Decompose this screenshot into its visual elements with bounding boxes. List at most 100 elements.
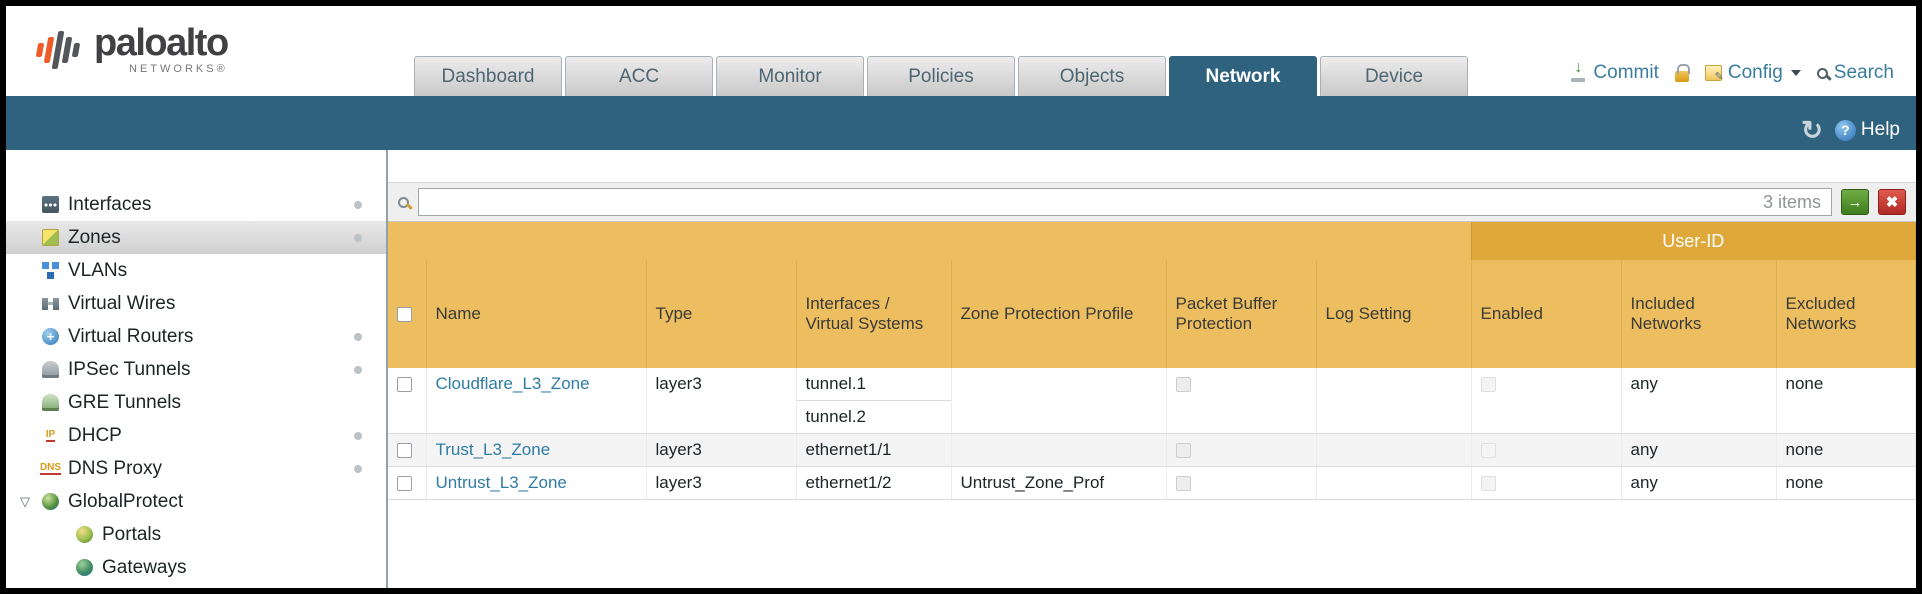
sidebar-item-label: DNS Proxy — [68, 457, 162, 479]
included-networks: any — [1621, 433, 1777, 467]
globalprotect-icon — [42, 493, 59, 510]
tab-acc[interactable]: ACC — [565, 56, 713, 96]
clear-filter-button[interactable]: ✖ — [1878, 189, 1906, 215]
items-count-label: 3 items — [1762, 191, 1821, 212]
sidebar-item-label: Interfaces — [68, 193, 152, 215]
filter-input[interactable] — [429, 192, 1763, 212]
zone-type: layer3 — [646, 368, 797, 434]
virtual-wires-icon — [42, 295, 59, 312]
zones-main-panel: 3 items → ✖ User-ID — [388, 150, 1916, 588]
sidebar-item-label: GlobalProtect — [68, 490, 184, 512]
log-setting — [1316, 466, 1472, 500]
tab-objects[interactable]: Objects — [1018, 56, 1166, 96]
sidebar-item-dhcp[interactable]: IP DHCP — [6, 419, 386, 452]
select-all-checkbox[interactable] — [397, 307, 412, 323]
zone-protection-profile — [951, 368, 1167, 434]
column-header-name[interactable]: Name — [426, 260, 647, 368]
tab-device[interactable]: Device — [1320, 56, 1468, 96]
lock-icon[interactable] — [1674, 64, 1690, 82]
excluded-networks: none — [1776, 433, 1916, 467]
refresh-icon[interactable]: ↻ — [1801, 115, 1823, 145]
config-menu-button[interactable]: ✎ Config — [1704, 62, 1801, 84]
virtual-routers-icon: + — [42, 328, 59, 345]
sidebar-item-virtual-wires[interactable]: Virtual Wires — [6, 287, 386, 320]
config-label: Config — [1727, 62, 1783, 83]
chevron-down-icon — [1790, 70, 1801, 76]
top-header: paloalto NETWORKS® Dashboard ACC Monitor… — [6, 6, 1916, 96]
sidebar-item-interfaces[interactable]: Interfaces — [6, 188, 386, 221]
column-header-interfaces[interactable]: Interfaces / Virtual Systems — [796, 260, 952, 368]
zone-type: layer3 — [646, 433, 797, 467]
sidebar-item-gateways[interactable]: Gateways — [6, 551, 386, 584]
user-id-enabled-checkbox — [1480, 377, 1496, 393]
tab-network[interactable]: Network — [1169, 56, 1317, 96]
sidebar-item-label: VLANs — [68, 259, 128, 281]
filter-bar: 3 items → ✖ — [388, 182, 1916, 222]
sidebar-item-label: Zones — [68, 226, 121, 248]
packet-buffer-protection-checkbox — [1175, 476, 1191, 492]
column-header-type[interactable]: Type — [646, 260, 797, 368]
subheader-band: ↻ ? Help — [6, 96, 1916, 150]
sidebar-item-label: Portals — [102, 523, 162, 545]
search-button[interactable]: Search — [1816, 62, 1894, 84]
sidebar-item-ipsec-tunnels[interactable]: IPSec Tunnels — [6, 353, 386, 386]
paloalto-logo-icon — [28, 26, 88, 74]
logo-brand-text: paloalto — [94, 22, 229, 64]
expand-caret-icon[interactable]: ▽ — [20, 493, 30, 509]
zone-name-link[interactable]: Untrust_L3_Zone — [435, 473, 567, 492]
row-checkbox[interactable] — [397, 443, 412, 459]
sidebar-item-gre-tunnels[interactable]: GRE Tunnels — [6, 386, 386, 419]
column-header-enabled[interactable]: Enabled — [1471, 260, 1622, 368]
sidebar-item-label: Gateways — [102, 556, 187, 578]
table-row[interactable]: Untrust_L3_Zone layer3 ethernet1/2 Untru… — [388, 466, 1916, 500]
column-header-zone-protection-profile[interactable]: Zone Protection Profile — [951, 260, 1167, 368]
gateways-icon — [76, 559, 93, 576]
zone-name-link[interactable]: Trust_L3_Zone — [435, 440, 551, 459]
interfaces-icon — [42, 196, 59, 213]
status-dot — [354, 233, 362, 242]
zone-interfaces: ethernet1/1 — [796, 433, 952, 467]
help-button[interactable]: ? Help — [1834, 119, 1900, 141]
apply-filter-button[interactable]: → — [1841, 189, 1869, 215]
commit-button[interactable]: ↓ Commit — [1570, 59, 1659, 84]
column-header-packet-buffer-protection[interactable]: Packet Buffer Protection — [1166, 260, 1317, 368]
zone-interfaces: ethernet1/2 — [796, 466, 952, 500]
status-dot — [354, 464, 362, 473]
sidebar-item-portals[interactable]: Portals — [6, 518, 386, 551]
column-header-included-networks[interactable]: Included Networks — [1621, 260, 1777, 368]
sidebar-item-zones[interactable]: Zones — [6, 221, 386, 254]
interface-item: tunnel.2 — [805, 407, 867, 426]
zone-interfaces: tunnel.1 tunnel.2 — [796, 368, 952, 434]
tab-dashboard[interactable]: Dashboard — [414, 56, 562, 96]
search-icon — [1816, 67, 1828, 79]
sidebar-item-label: IPSec Tunnels — [68, 358, 191, 380]
column-header-log-setting[interactable]: Log Setting — [1316, 260, 1472, 368]
table-row[interactable]: Cloudflare_L3_Zone layer3 tunnel.1 tunne… — [388, 368, 1916, 434]
row-checkbox[interactable] — [397, 476, 412, 492]
row-checkbox[interactable] — [397, 377, 412, 393]
tab-policies[interactable]: Policies — [867, 56, 1015, 96]
tab-monitor[interactable]: Monitor — [716, 56, 864, 96]
column-header-excluded-networks[interactable]: Excluded Networks — [1776, 260, 1916, 368]
packet-buffer-protection-checkbox — [1175, 377, 1191, 393]
status-dot — [354, 332, 362, 341]
excluded-networks: none — [1776, 466, 1916, 500]
interface-item: ethernet1/2 — [805, 473, 892, 492]
interface-item: tunnel.1 — [796, 368, 950, 401]
sidebar-item-vlans[interactable]: VLANs — [6, 254, 386, 287]
table-row[interactable]: Trust_L3_Zone layer3 ethernet1/1 any non… — [388, 433, 1916, 467]
vlans-icon — [42, 262, 59, 279]
status-dot — [354, 365, 362, 374]
log-setting — [1316, 433, 1472, 467]
header-actions: ↓ Commit ✎ Config Search — [1570, 59, 1894, 84]
help-label: Help — [1860, 119, 1900, 140]
sidebar-item-label: Virtual Routers — [68, 325, 194, 347]
included-networks: any — [1621, 466, 1777, 500]
zone-protection-profile — [951, 433, 1167, 467]
excluded-networks: none — [1776, 368, 1916, 434]
sidebar-item-dns-proxy[interactable]: DNS DNS Proxy — [6, 452, 386, 485]
sidebar-item-globalprotect[interactable]: ▽ GlobalProtect — [6, 485, 386, 518]
sidebar-item-virtual-routers[interactable]: + Virtual Routers — [6, 320, 386, 353]
zone-name-link[interactable]: Cloudflare_L3_Zone — [435, 374, 590, 393]
